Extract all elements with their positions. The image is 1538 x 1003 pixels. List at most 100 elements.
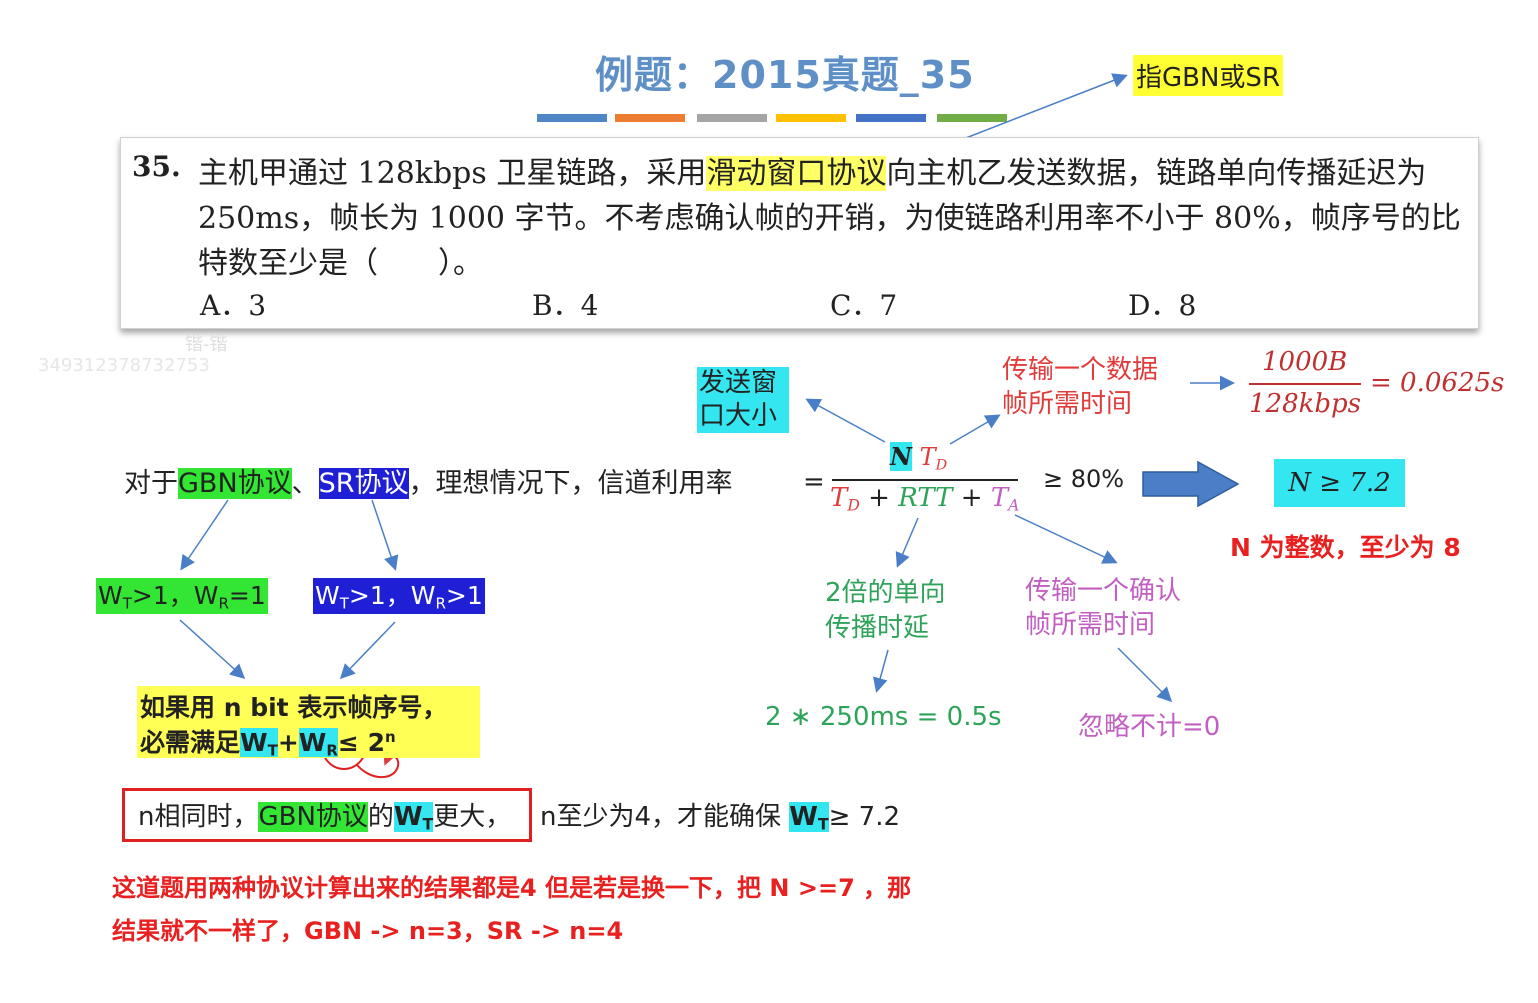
den-ta: TA	[990, 483, 1020, 515]
utilization-intro: 对于GBN协议、SR协议，理想情况下，信道利用率	[124, 461, 733, 500]
sliding-window-highlight: 滑动窗口协议	[706, 156, 887, 191]
arrow-to-tx-frame	[949, 414, 1001, 445]
numerator-n: N	[890, 442, 912, 471]
question-number: 35.	[132, 150, 181, 183]
arrow-sr-to-condition	[339, 621, 396, 680]
title-color-bar	[697, 114, 767, 122]
gbn-sr-note: 指GBN或SR	[1133, 55, 1284, 96]
same-n-gbn: GBN协议	[258, 802, 368, 832]
condition-line-2: 必需满足WT+WR≤ 2n	[140, 723, 396, 760]
condition-prefix: 必需满足	[140, 728, 241, 757]
red-note-line-2: 结果就不一样了，GBN -> n=3，SR -> n=4	[112, 917, 624, 945]
ta-letter: T	[990, 483, 1009, 513]
ta-subscript: A	[1008, 496, 1020, 515]
n-four-wt: WT	[789, 802, 829, 834]
w-letter: W	[789, 802, 818, 832]
den-rtt: RTT	[898, 483, 953, 513]
t-subscript: T	[122, 594, 132, 613]
tx-fraction-bar	[1249, 383, 1361, 385]
numerator-td: TD	[919, 443, 948, 473]
tx-fraction-denominator: 128kbps	[1249, 389, 1362, 419]
arrow-to-sr-window	[371, 499, 399, 571]
n-result-box: N ≥ 7.2	[1274, 459, 1405, 507]
option-b: B．4	[532, 289, 599, 322]
arrow-to-send-window	[805, 398, 886, 443]
arrow-to-ack-value	[1117, 647, 1173, 703]
send-window-label: 发送窗口大小	[697, 367, 789, 433]
same-n-text: n相同时，GBN协议的WT更大，	[138, 796, 511, 834]
td-subscript: D	[847, 496, 860, 515]
intro-suffix: ，理想情况下，信道利用率	[408, 468, 733, 499]
t-subscript: T	[267, 741, 278, 760]
utilization-numerator: N TD	[890, 442, 947, 473]
equals-sign: =	[803, 467, 825, 497]
condition-wr: WR	[298, 728, 338, 760]
sr-window-sizes: WT>1，WR>1	[313, 578, 485, 614]
ack-label-1: 传输一个确认	[1025, 576, 1182, 606]
n-four-prefix: n至少为4，才能确保	[540, 802, 790, 832]
n-integer-note: N 为整数，至少为 8	[1230, 533, 1461, 562]
red-note-line-1: 这道题用两种协议计算出来的结果都是4 但是若是换一下，把 N >=7 ，那	[112, 874, 912, 902]
question-text: 主机甲通过 128kbps 卫星链路，采用	[198, 156, 707, 191]
greater-equal-80: ≥ 80%	[1043, 465, 1125, 493]
arrow-to-rtt	[895, 517, 919, 568]
separator: 、	[291, 468, 319, 499]
w-letter: W	[98, 581, 123, 610]
plus-sign: +	[277, 728, 299, 757]
watermark-id: 349312378732753	[38, 355, 210, 376]
option-a: A．3	[200, 289, 267, 322]
window-end: =1	[228, 581, 266, 610]
tx-frame-label-1: 传输一个数据	[1002, 355, 1159, 385]
rtt-value: 2 ∗ 250ms = 0.5s	[765, 702, 1002, 732]
t-subscript: T	[422, 815, 434, 834]
same-n-red-box	[122, 788, 532, 842]
question-line-2: 250ms，帧长为 1000 字节。不考虑确认帧的开销，为使链路利用率不小于 8…	[198, 201, 1461, 236]
window-end: >1	[445, 581, 483, 610]
same-n-de: 的	[367, 802, 394, 832]
ack-label-2: 帧所需时间	[1025, 610, 1156, 640]
plus-sign: +	[952, 483, 991, 513]
utilization-denominator: TD + RTT + TA	[830, 483, 1019, 515]
title-color-bar	[776, 114, 846, 122]
same-n-wt: WT	[393, 802, 434, 834]
sr-protocol-label: SR协议	[318, 468, 409, 499]
arrow-to-rtt-value	[872, 649, 889, 693]
same-n-prefix: n相同时，	[138, 802, 259, 832]
arrow-gbn-to-condition	[179, 619, 246, 680]
t-subscript: T	[339, 594, 349, 613]
window-mid: >1，W	[131, 581, 219, 610]
tx-fraction-result: = 0.0625s	[1370, 368, 1505, 398]
rtt-label-2: 传播时延	[825, 613, 930, 643]
arrow-to-gbn-window	[180, 499, 229, 571]
option-c: C．7	[830, 289, 898, 322]
question-line-3: 特数至少是（ ）。	[198, 246, 483, 281]
big-right-arrow	[1142, 460, 1240, 508]
tx-frame-label-2: 帧所需时间	[1002, 389, 1133, 419]
utilization-fraction-bar	[832, 479, 1018, 481]
question-text: 向主机乙发送数据，链路单向传播延迟为	[886, 156, 1427, 191]
plus-sign: +	[859, 483, 899, 513]
title-color-bar	[856, 114, 926, 122]
w-letter: W	[315, 581, 340, 610]
same-n-suffix: 更大，	[433, 802, 512, 832]
condition-wt: WT	[240, 728, 278, 760]
option-d: D．8	[1128, 289, 1197, 322]
t-subscript: T	[817, 815, 829, 834]
n-four-text: n至少为4，才能确保 WT≥ 7.2	[540, 796, 900, 834]
gbn-window-sizes: WT>1，WR=1	[96, 578, 268, 614]
page-title: 例题：2015真题_35	[595, 53, 975, 97]
title-color-bar	[537, 114, 607, 122]
td-letter: T	[830, 483, 848, 513]
w-letter: W	[240, 728, 268, 757]
n-superscript: n	[384, 728, 396, 746]
w-letter: W	[393, 802, 423, 832]
intro-prefix: 对于	[124, 468, 178, 499]
n-four-suffix: ≥ 7.2	[828, 802, 901, 832]
den-td: TD	[830, 483, 860, 515]
le-two: ≤ 2	[337, 728, 385, 757]
ack-value: 忽略不计=0	[1078, 712, 1221, 742]
window-mid: >1，W	[348, 581, 436, 610]
title-color-bar	[937, 114, 1007, 122]
td-letter: T	[919, 443, 936, 471]
tx-fraction-numerator: 1000B	[1262, 347, 1348, 377]
